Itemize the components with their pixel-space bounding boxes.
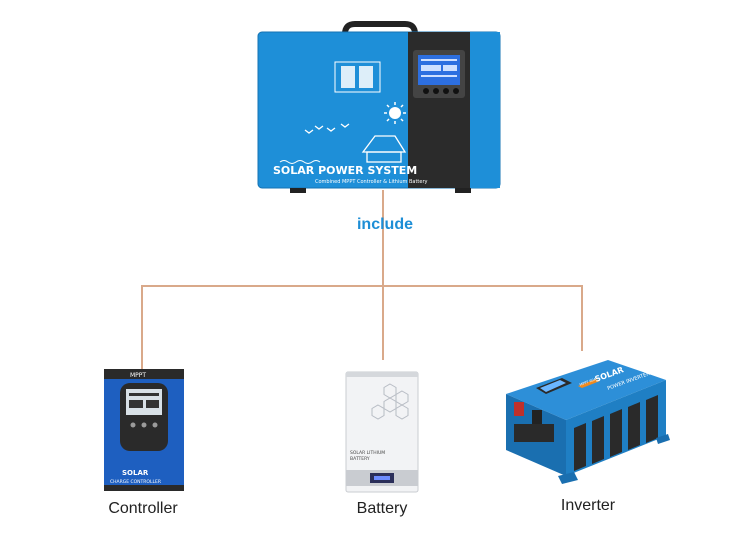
inverter-tag: MPPT 60A [579, 377, 597, 387]
lithium-battery-device: SOLAR LITHIUM BATTERY [345, 371, 419, 493]
unit-sub-text: Combined MPPT Controller & Lithium Batte… [315, 179, 428, 185]
battery-brand: SOLAR LITHIUM [350, 450, 385, 456]
solar-power-system-unit: SOLAR POWER SYSTEM Combined MPPT Control… [257, 21, 501, 193]
controller-top-text: MPPT [130, 372, 146, 379]
drop-line-inverter [581, 285, 583, 351]
controller-brand: SOLAR [122, 469, 149, 477]
trunk-line [382, 190, 384, 286]
controller-label: Controller [108, 500, 178, 517]
branch-line [141, 285, 583, 287]
battery-label: Battery [356, 500, 408, 517]
include-label: include [356, 216, 413, 233]
unit-brand-text: SOLAR POWER SYSTEM [273, 164, 417, 177]
inverter-device: MPPT 60A SOLAR POWER INVERTER [506, 360, 670, 484]
charge-controller-device: MPPT SOLAR CHARGE CONTROLLER [104, 369, 184, 491]
inverter-label: Inverter [560, 497, 616, 514]
drop-line-battery [382, 285, 384, 360]
battery-sub: BATTERY [350, 456, 370, 462]
drop-line-controller [141, 285, 143, 375]
controller-sub: CHARGE CONTROLLER [110, 479, 161, 485]
